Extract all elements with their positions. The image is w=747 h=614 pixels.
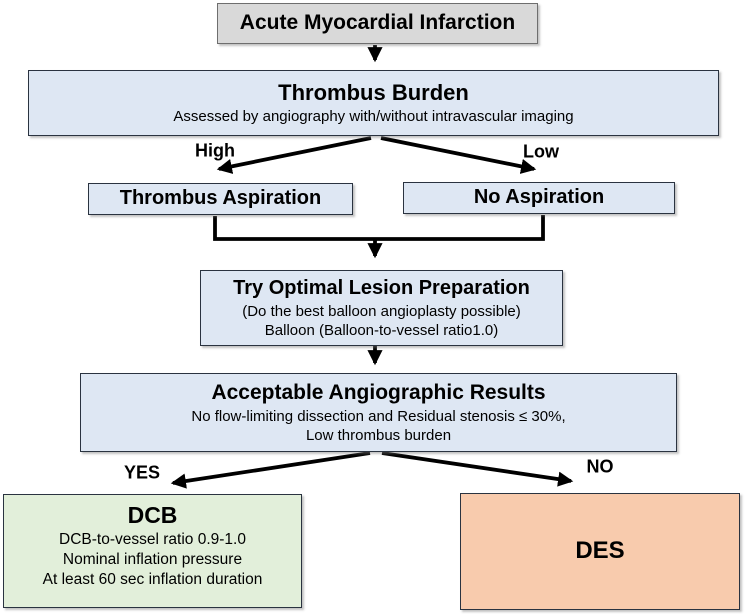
- node-line: Nominal inflation pressure: [62, 551, 243, 569]
- node-line: (Do the best balloon angioplasty possibl…: [242, 302, 521, 320]
- node-title: Thrombus Aspiration: [119, 187, 322, 210]
- node-acceptable-angiographic-results: Acceptable Angiographic Results No flow-…: [80, 373, 677, 452]
- node-thrombus-aspiration: Thrombus Aspiration: [88, 183, 353, 215]
- node-title: Thrombus Burden: [278, 80, 469, 106]
- node-thrombus-burden: Thrombus Burden Assessed by angiography …: [28, 70, 719, 136]
- node-no-aspiration: No Aspiration: [403, 182, 675, 214]
- node-title: No Aspiration: [473, 186, 605, 209]
- node-title: Acceptable Angiographic Results: [211, 380, 546, 404]
- node-line: At least 60 sec inflation duration: [42, 571, 263, 589]
- edge-label-no: NO: [586, 456, 614, 477]
- node-acute-myocardial-infarction: Acute Myocardial Infarction: [217, 3, 538, 44]
- arrow-burden-low-to-no-aspiration: [380, 136, 537, 174]
- node-lesion-preparation: Try Optimal Lesion Preparation (Do the b…: [200, 270, 563, 346]
- edge-label-low: Low: [523, 141, 559, 162]
- node-dcb: DCB DCB-to-vessel ratio 0.9-1.0 Nominal …: [3, 494, 302, 608]
- arrow-results-yes-to-dcb: [170, 451, 371, 489]
- node-line: Balloon (Balloon-to-vessel ratio1.0): [264, 321, 499, 339]
- edge-label-yes: YES: [123, 462, 161, 483]
- node-subtitle: Assessed by angiography with/without int…: [173, 108, 574, 126]
- connector-aspiration-merge: [213, 215, 545, 241]
- node-title: DES: [575, 537, 625, 565]
- edge-label-high: High: [195, 140, 235, 161]
- node-title: DCB: [127, 502, 178, 528]
- arrow-burden-high-to-aspiration: [216, 136, 372, 174]
- node-title: Try Optimal Lesion Preparation: [233, 277, 530, 300]
- node-line: Low thrombus burden: [305, 426, 452, 444]
- node-line: DCB-to-vessel ratio 0.9-1.0: [59, 531, 246, 549]
- node-title: Acute Myocardial Infarction: [239, 11, 516, 35]
- arrow-results-no-to-des: [381, 451, 574, 487]
- node-des: DES: [460, 493, 740, 610]
- node-line: No flow-limiting dissection and Residual…: [191, 407, 566, 425]
